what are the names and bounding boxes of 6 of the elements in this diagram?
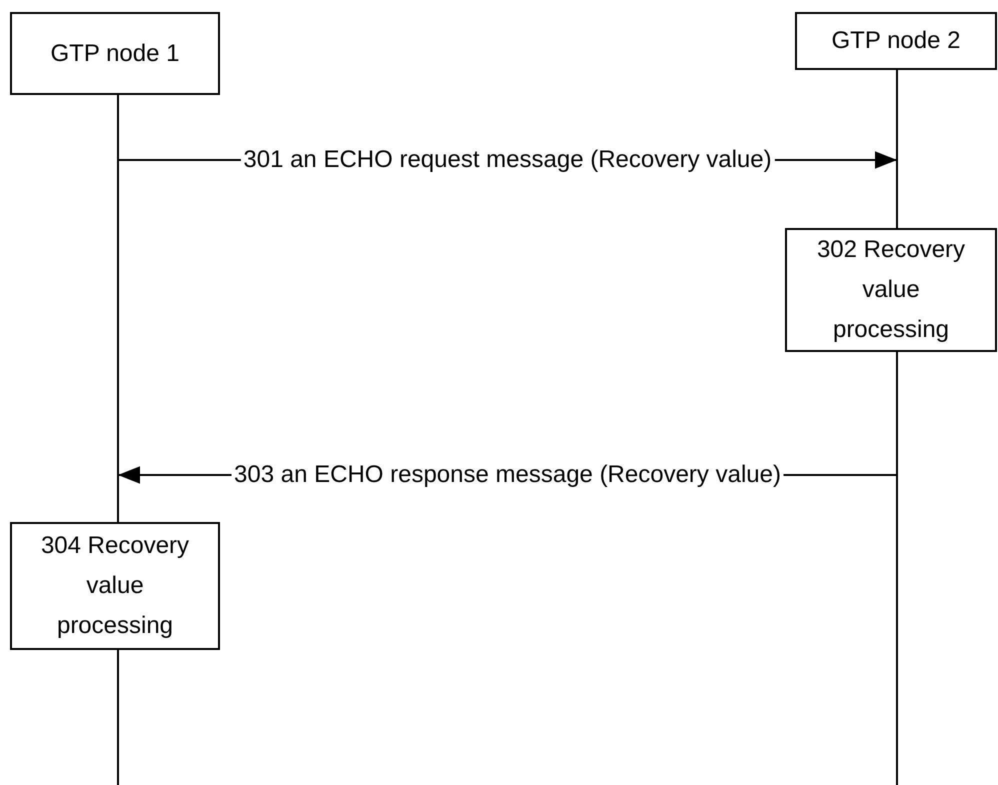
process-box: GTP node 1 [10, 12, 220, 95]
lifeline [117, 95, 119, 785]
process-box: 304 Recovery value processing [10, 522, 220, 650]
lifeline [896, 70, 898, 785]
process-box: 302 Recovery value processing [785, 228, 997, 352]
process-box: GTP node 2 [795, 12, 997, 70]
